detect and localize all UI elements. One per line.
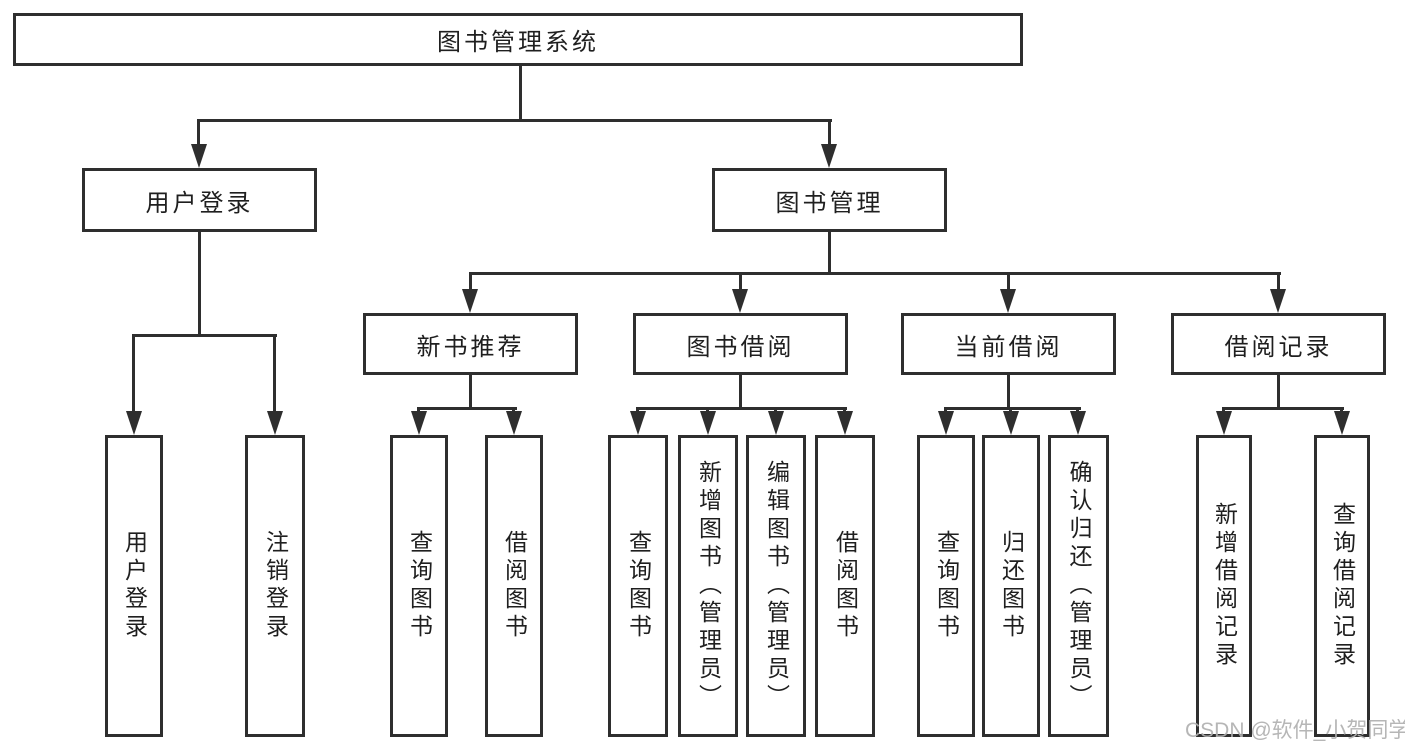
connector-line [1277, 272, 1280, 292]
node-user-login: 用户登录 [82, 168, 317, 232]
node-label: 查询图书 [406, 530, 433, 642]
connector-line [1222, 407, 1344, 410]
arrow-down-icon [1270, 289, 1286, 313]
node-label: 新增图书（管理员） [695, 460, 722, 712]
arrow-down-icon [938, 411, 954, 435]
node-label: 新增借阅记录 [1211, 502, 1238, 670]
connector-line [469, 375, 472, 409]
connector-line [273, 334, 276, 414]
leaf-add-books-admin: 新增图书（管理员） [678, 435, 738, 737]
node-label: 图书借阅 [686, 333, 795, 361]
node-label: 归还图书 [998, 530, 1025, 642]
arrow-down-icon [1216, 411, 1232, 435]
node-borrowing-records: 借阅记录 [1171, 313, 1386, 375]
node-label: 当前借阅 [954, 333, 1063, 361]
node-label: 确认归还（管理员） [1066, 460, 1092, 712]
csdn-watermark: CSDN @软件_小贺同学 [1185, 719, 1405, 742]
connector-line [739, 375, 742, 409]
connector-line [197, 119, 832, 122]
arrow-down-icon [732, 289, 748, 313]
node-label: 用户登录 [145, 189, 254, 217]
node-label: 借阅图书 [501, 530, 528, 642]
node-label: 图书管理系统 [437, 29, 599, 56]
connector-line [739, 272, 742, 292]
arrow-down-icon [462, 289, 478, 313]
connector-line [1007, 375, 1010, 409]
connector-line [197, 119, 200, 147]
leaf-edit-books-admin: 编辑图书（管理员） [746, 435, 806, 737]
leaf-query-books-recommend: 查询图书 [390, 435, 448, 737]
connector-line [944, 407, 1081, 410]
leaf-query-books-current: 查询图书 [917, 435, 975, 737]
arrow-down-icon [821, 144, 837, 168]
node-label: 查询借阅记录 [1329, 502, 1356, 670]
arrow-down-icon [1003, 411, 1019, 435]
arrow-down-icon [126, 411, 142, 435]
leaf-add-borrow-record: 新增借阅记录 [1196, 435, 1252, 737]
connector-line [1277, 375, 1280, 409]
connector-line [469, 272, 472, 292]
node-current-borrowing: 当前借阅 [901, 313, 1116, 375]
connector-line [469, 272, 1281, 275]
arrow-down-icon [191, 144, 207, 168]
node-label: 借阅记录 [1224, 333, 1333, 361]
node-book-borrowing: 图书借阅 [633, 313, 848, 375]
arrow-down-icon [630, 411, 646, 435]
leaf-borrow-books-recommend: 借阅图书 [485, 435, 543, 737]
leaf-logout: 注销登录 [245, 435, 305, 737]
node-label: 图书管理 [775, 189, 884, 217]
connector-line [132, 334, 135, 414]
connector-line [1007, 272, 1010, 292]
arrow-down-icon [411, 411, 427, 435]
arrow-down-icon [1070, 411, 1086, 435]
node-label: 用户登录 [121, 530, 148, 642]
connector-line [417, 407, 517, 410]
connector-line [828, 119, 831, 147]
leaf-borrow-books: 借阅图书 [815, 435, 875, 737]
node-label: 编辑图书（管理员） [763, 460, 790, 712]
node-label: 借阅图书 [832, 530, 859, 642]
node-new-book-recommend: 新书推荐 [363, 313, 578, 375]
arrow-down-icon [1000, 289, 1016, 313]
node-library-management-system: 图书管理系统 [13, 13, 1023, 66]
arrow-down-icon [267, 411, 283, 435]
arrow-down-icon [837, 411, 853, 435]
node-label: 查询图书 [933, 530, 960, 642]
connector-line [132, 334, 277, 337]
node-label: 查询图书 [625, 530, 652, 642]
leaf-query-borrow-record: 查询借阅记录 [1314, 435, 1370, 737]
arrow-down-icon [768, 411, 784, 435]
arrow-down-icon [1334, 411, 1350, 435]
arrow-down-icon [506, 411, 522, 435]
connector-line [519, 66, 522, 120]
node-label: 注销登录 [262, 530, 289, 642]
node-label: 新书推荐 [416, 333, 525, 361]
connector-line [636, 407, 847, 410]
leaf-user-login: 用户登录 [105, 435, 163, 737]
connector-line [828, 232, 831, 274]
leaf-confirm-return-admin: 确认归还（管理员） [1048, 435, 1109, 737]
node-book-management: 图书管理 [712, 168, 947, 232]
leaf-query-books-borrowing: 查询图书 [608, 435, 668, 737]
arrow-down-icon [700, 411, 716, 435]
connector-line [198, 232, 201, 336]
leaf-return-books: 归还图书 [982, 435, 1040, 737]
